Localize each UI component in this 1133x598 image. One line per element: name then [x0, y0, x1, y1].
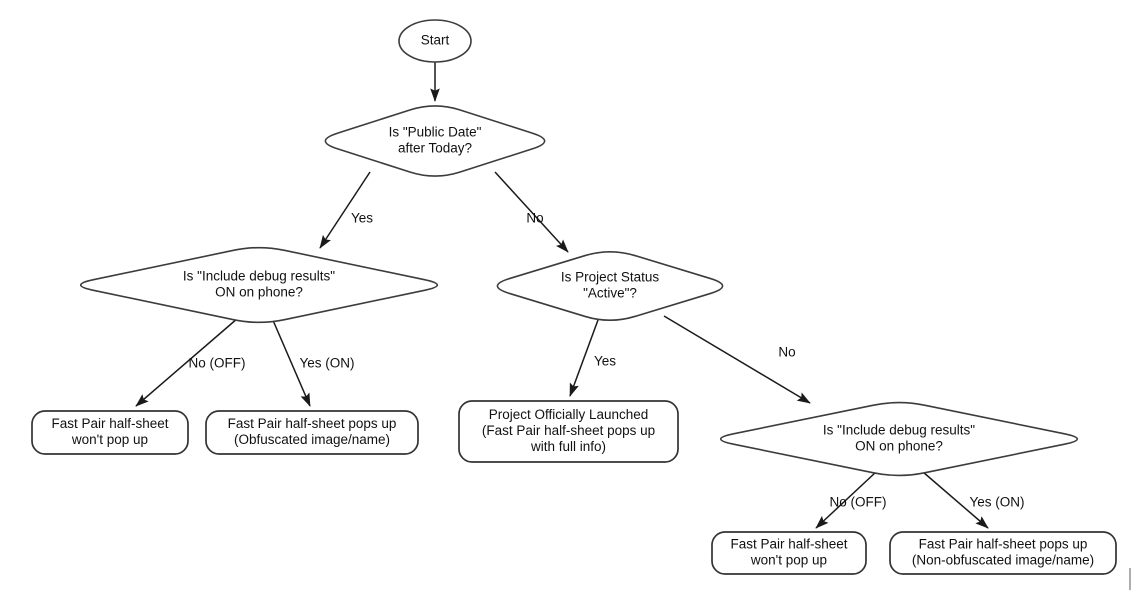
node-text-line: Fast Pair half-sheet	[51, 416, 168, 431]
node-text-line: with full info)	[530, 439, 606, 454]
node-text-line: Fast Pair half-sheet	[730, 537, 847, 552]
node-text-line: Is Project Status	[561, 270, 660, 285]
edge-label-e7: No	[778, 345, 795, 360]
node-text-line: ON on phone?	[215, 285, 303, 300]
terminal-box	[889, 531, 1117, 575]
edge-label-e3: No	[526, 211, 543, 226]
edge-e4	[135, 317, 239, 407]
terminal-box	[711, 531, 867, 575]
edge-label-e2: Yes	[351, 211, 373, 226]
edge-e5	[271, 317, 311, 407]
node-text-line: Is "Include debug results"	[183, 269, 335, 284]
edge-label-e5: Yes (ON)	[299, 356, 354, 371]
edge-e7	[663, 315, 811, 404]
nodes-layer: Start Is "Public Date"after Today? Is "Inc…	[31, 19, 1117, 575]
terminal-box	[205, 410, 419, 455]
node-text-line: "Active"?	[583, 286, 637, 301]
start-ellipse	[398, 19, 472, 63]
edge-e9	[922, 471, 989, 529]
edge-label-e6: Yes	[594, 354, 616, 369]
node-text-line: Project Officially Launched	[489, 407, 649, 422]
node-t_right_on[interactable]: Fast Pair half-sheet pops up(Non-obfusca…	[889, 531, 1117, 575]
terminal-box	[31, 410, 189, 455]
node-d_public_date[interactable]: Is "Public Date"after Today?	[324, 105, 546, 177]
edges-layer	[135, 62, 989, 529]
node-text-line: Fast Pair half-sheet pops up	[228, 416, 397, 431]
edge-label-e4: No (OFF)	[189, 356, 246, 371]
node-d_debug_left[interactable]: Is "Include debug results"ON on phone?	[79, 246, 439, 324]
edge-e6	[569, 319, 599, 397]
decision-diamond	[324, 105, 546, 177]
node-text-line: (Obfuscated image/name)	[234, 432, 390, 447]
decision-diamond	[79, 246, 439, 324]
decision-diamond	[719, 401, 1079, 477]
node-start[interactable]: Start	[398, 19, 472, 63]
edge-e8	[815, 471, 877, 529]
node-text-line: Is "Public Date"	[389, 125, 482, 140]
node-d_project_status[interactable]: Is Project Status"Active"?	[496, 250, 724, 322]
node-d_debug_right[interactable]: Is "Include debug results"ON on phone?	[719, 401, 1079, 477]
node-text-line: Is "Include debug results"	[823, 423, 975, 438]
node-text-line: won't pop up	[750, 553, 827, 568]
node-t_launched[interactable]: Project Officially Launched(Fast Pair ha…	[458, 400, 679, 463]
edge-label-e9: Yes (ON)	[969, 495, 1024, 510]
decision-diamond	[496, 250, 724, 322]
edge-e2	[319, 171, 371, 249]
node-text-line: (Fast Pair half-sheet pops up	[482, 423, 655, 438]
edge-e3	[494, 171, 569, 253]
node-text-line: (Non-obfuscated image/name)	[912, 553, 1094, 568]
node-t_left_on[interactable]: Fast Pair half-sheet pops up(Obfuscated …	[205, 410, 419, 455]
node-text-line: Fast Pair half-sheet pops up	[919, 537, 1088, 552]
node-text-line: after Today?	[398, 141, 472, 156]
edge-label-e8: No (OFF)	[830, 495, 887, 510]
terminal-box	[458, 400, 679, 463]
node-text-line: ON on phone?	[855, 439, 943, 454]
node-text-line: Start	[421, 33, 450, 48]
node-text-line: won't pop up	[71, 432, 148, 447]
